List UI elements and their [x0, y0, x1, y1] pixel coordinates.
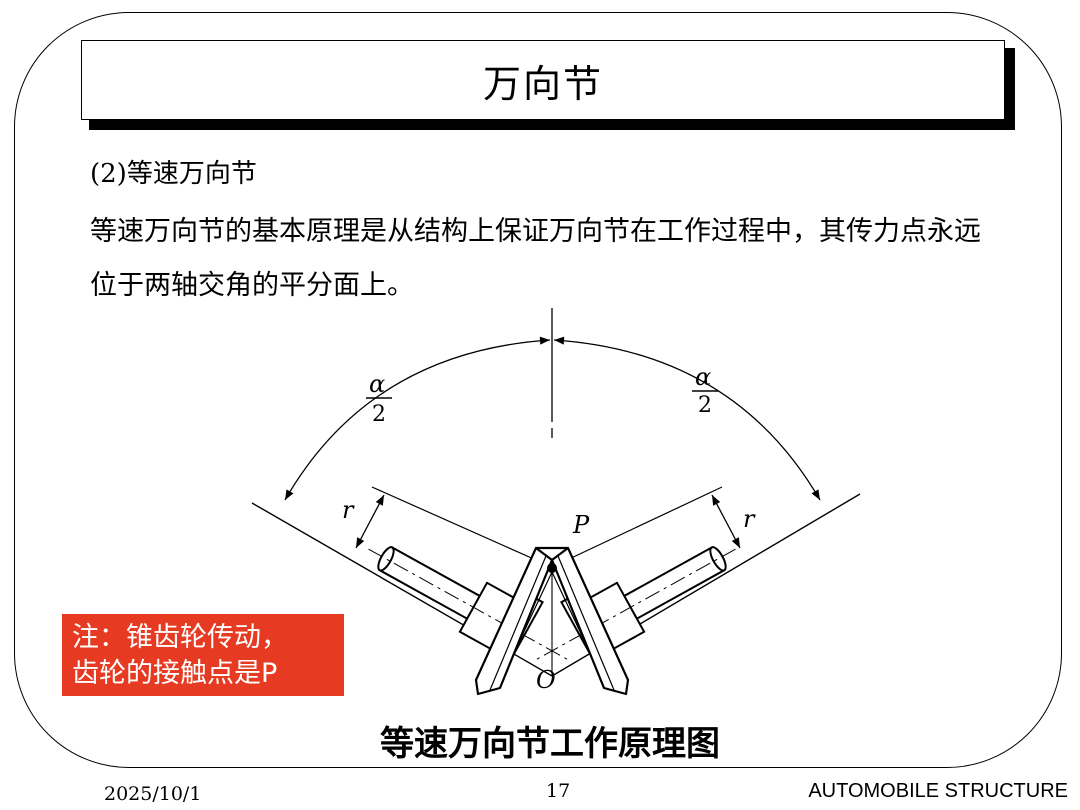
left-gear-tooth [474, 546, 554, 696]
diagram-caption: 等速万向节工作原理图 [380, 724, 720, 764]
left-gear-inner [489, 555, 547, 691]
footer-date: 2025/10/1 [104, 783, 202, 805]
alpha-arc-left [284, 336, 551, 501]
contact-point [547, 563, 557, 573]
right-gear-inner [557, 555, 615, 691]
gear-cross-right [551, 571, 585, 641]
p-label: P [572, 511, 590, 539]
alpha-label-right: α [695, 363, 711, 391]
right-gear-tooth [550, 546, 630, 696]
body-paragraph: 等速万向节的基本原理是从结构上保证万向节在工作过程中，其传力点永远位于两轴交角的… [90, 216, 981, 301]
o-label: O [536, 666, 556, 694]
subheading: (2)等速万向节 [90, 159, 257, 189]
gear-cross-left [519, 571, 553, 641]
left-offset-line [371, 486, 537, 561]
r-arrow-right [711, 494, 741, 549]
note-box: 注：锥齿轮传动， 齿轮的接触点是P [62, 614, 344, 696]
two-label-left: 2 [372, 402, 386, 427]
note-line-1: 注：锥齿轮传动， [72, 622, 288, 653]
title-box: 万向节 [81, 40, 1005, 120]
footer-page-number: 17 [546, 780, 571, 802]
note-line-2: 齿轮的接触点是P [72, 658, 278, 689]
slide-frame [14, 12, 1062, 768]
two-label-right: 2 [698, 393, 712, 418]
alpha-label-left: α [369, 370, 385, 398]
page-title: 万向节 [482, 61, 603, 106]
right-offset-line [566, 486, 723, 561]
r-label-left: r [342, 496, 355, 524]
alpha-arc-right [553, 336, 821, 501]
footer-course-name: AUTOMOBILE STRUCTURE [808, 780, 1068, 802]
r-label-right: r [743, 505, 756, 533]
r-arrow-left [355, 494, 385, 549]
